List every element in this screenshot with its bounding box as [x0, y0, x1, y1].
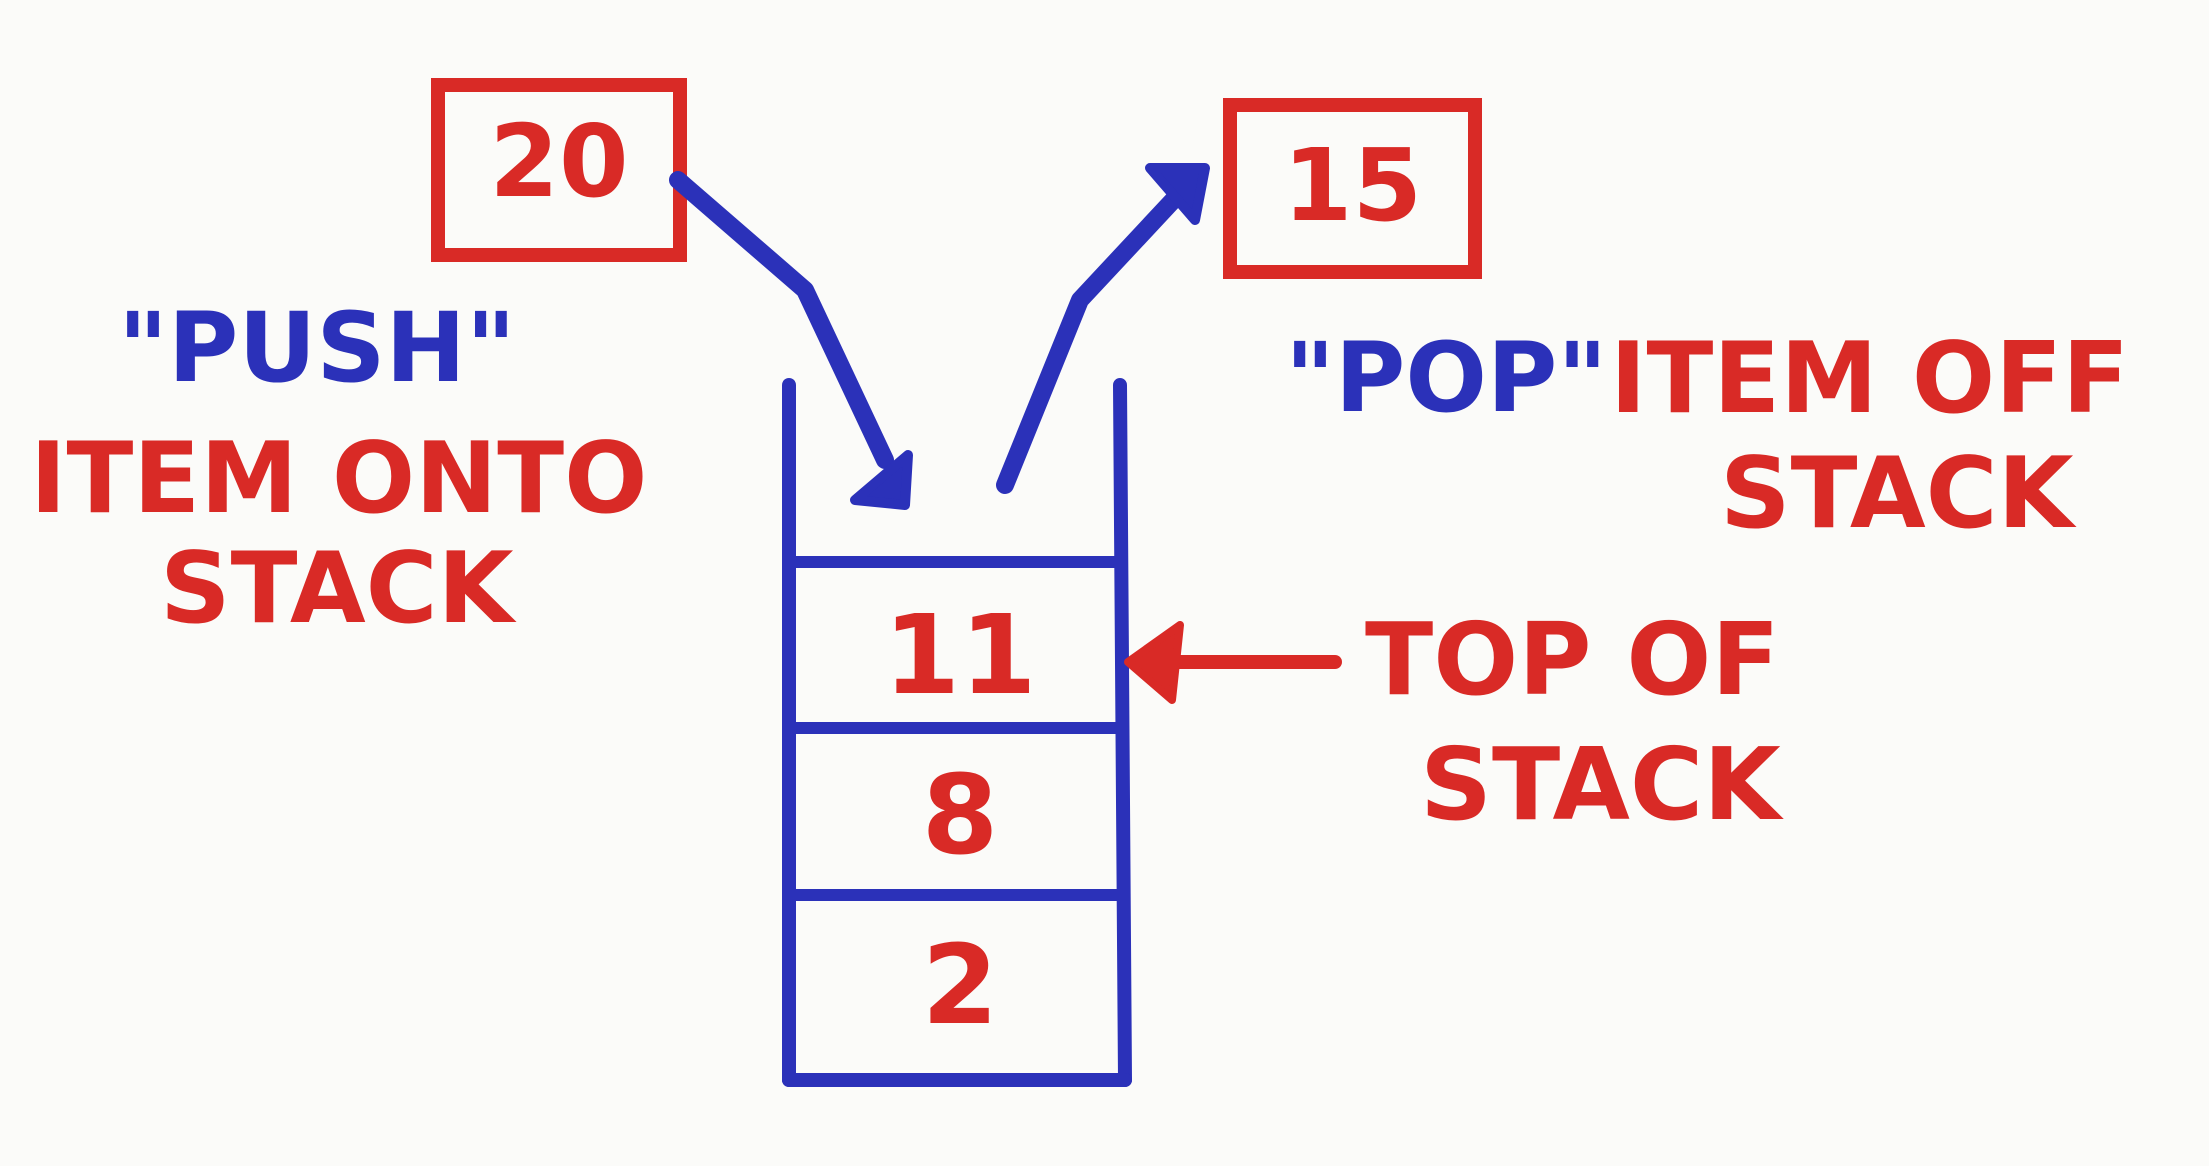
top-pointer-arrow	[1124, 621, 1342, 704]
pop-caption-line2: STACK	[1720, 437, 2074, 551]
push-item-value: 20	[489, 103, 629, 220]
pop-verb: "POP"	[1285, 322, 1608, 434]
stack-item-middle: 8	[921, 751, 999, 879]
push-arrow	[669, 171, 913, 510]
stack-item-top: 11	[883, 591, 1037, 719]
top-of-stack-label-line1: TOP OF	[1365, 601, 1780, 718]
pop-arrow	[996, 163, 1210, 494]
push-verb: "PUSH"	[118, 292, 516, 404]
stack-container	[782, 378, 1132, 1087]
push-caption-line1: ITEM ONTO	[30, 422, 648, 536]
pop-caption-line1: ITEM OFF	[1610, 322, 2130, 436]
pop-item-value: 15	[1282, 127, 1423, 244]
push-item-box	[431, 78, 687, 262]
push-caption-line2: STACK	[160, 532, 514, 646]
pop-item-box	[1223, 98, 1482, 279]
top-of-stack-label-line2: STACK	[1420, 726, 1781, 843]
stack-item-bottom: 2	[921, 921, 999, 1049]
